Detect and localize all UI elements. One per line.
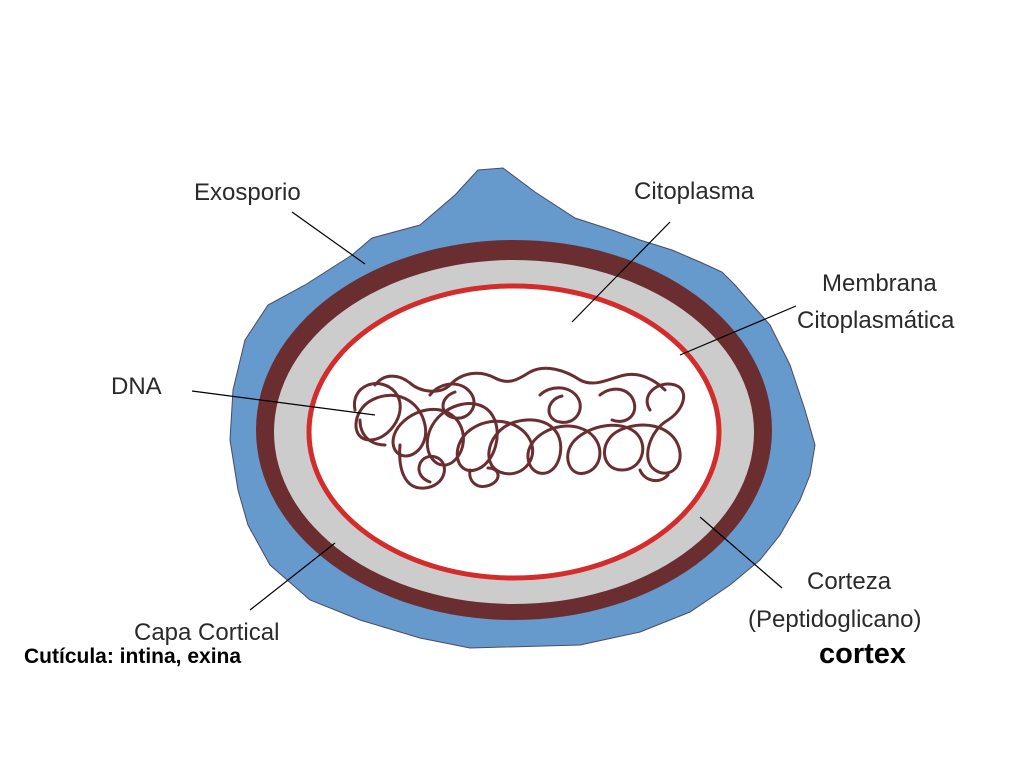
- leader-citoplasma: [571, 221, 671, 323]
- leader-corteza: [699, 516, 783, 589]
- dna-tangle: [353, 366, 686, 490]
- label-corteza-line1: Corteza: [807, 568, 892, 595]
- leader-capa-cortical: [249, 542, 336, 611]
- label-citoplasma: Citoplasma: [634, 178, 755, 205]
- leader-membrana: [679, 305, 797, 356]
- label-capa-cortical: Capa Cortical: [134, 619, 280, 646]
- label-membrana-line2: Citoplasmática: [797, 307, 955, 334]
- leader-lines: [191, 211, 797, 611]
- membrane-ring: [306, 283, 722, 581]
- leader-dna: [191, 390, 376, 416]
- label-exosporio: Exosporio: [194, 179, 301, 206]
- leader-exosporio: [291, 211, 366, 265]
- label-membrana-line1: Membrana: [822, 270, 937, 297]
- caption-cuticula: Cutícula: intina, exina: [24, 645, 242, 668]
- caption-cortex: cortex: [819, 638, 907, 670]
- label-dna: DNA: [111, 373, 162, 400]
- label-corteza-line2: (Peptidoglicano): [748, 606, 922, 633]
